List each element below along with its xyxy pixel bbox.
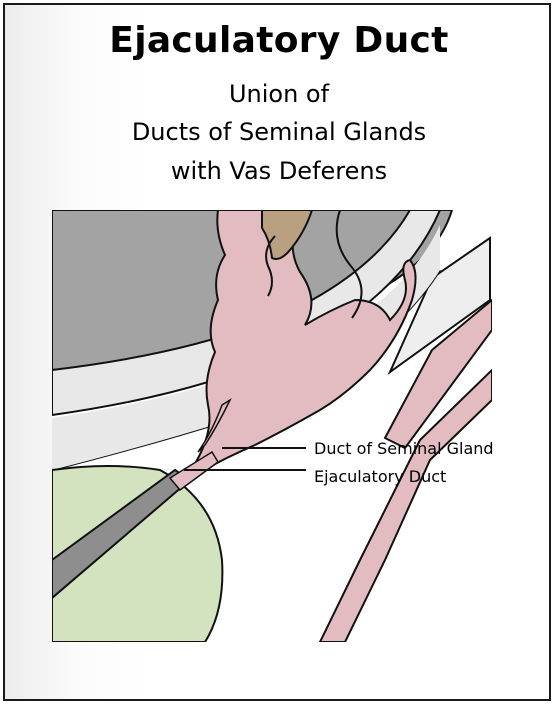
seminal-gland-duct [197,397,232,453]
vas-band-fill-lower [52,225,440,470]
prostate-region [52,465,224,642]
subtitle-line-2: Ducts of Seminal Glands [131,118,427,146]
seminal-gland [194,210,417,470]
figure-title: Ejaculatory Duct [109,20,449,61]
subtitle-line-3: with Vas Deferens [170,157,388,185]
right-duct-upper [383,298,492,450]
ampulla-of-vas [261,210,314,260]
seminal-gland-lobe [335,210,363,319]
subtitle-line-1: Union of [228,80,330,108]
upper-right-band [387,236,491,375]
right-duct-lower [318,368,492,642]
ampulla-curl [265,235,276,297]
label-ejaculatory-duct: Ejaculatory Duct [314,467,446,486]
label-duct-of-seminal-gland: Duct of Seminal Gland [314,439,494,458]
